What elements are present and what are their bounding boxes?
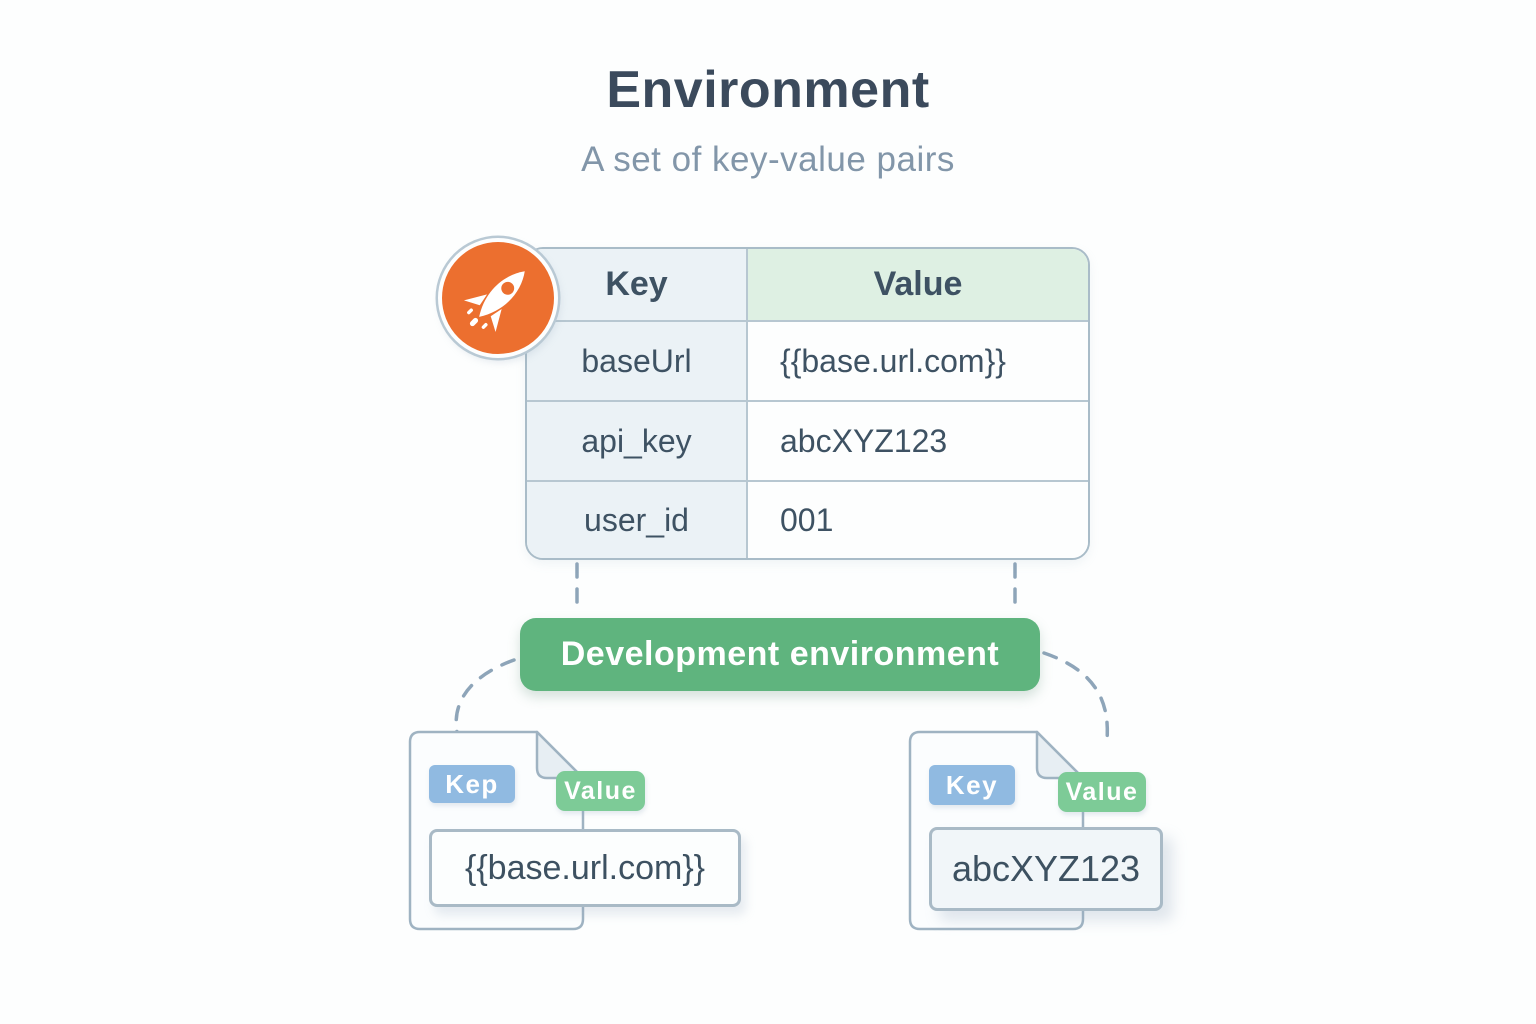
right-card-key-badge: Key <box>929 765 1015 805</box>
right-card-value-box: abcXYZ123 <box>929 827 1163 911</box>
table-row-value: abcXYZ123 <box>748 402 1088 482</box>
table-header-key: Key <box>527 249 748 322</box>
table-row-key: user_id <box>527 482 748 558</box>
folded-corner-icon <box>535 730 585 780</box>
left-card-value-badge: Value <box>556 771 645 811</box>
environment-table: Key Value baseUrl {{base.url.com}} api_k… <box>525 247 1090 560</box>
page-title: Environment <box>606 61 930 119</box>
right-card-value-badge: Value <box>1058 772 1146 812</box>
page-subtitle: A set of key-value pairs <box>581 140 955 179</box>
rocket-icon <box>438 238 558 358</box>
table-row-key: baseUrl <box>527 322 748 402</box>
development-environment-pill: Development environment <box>520 618 1040 691</box>
left-card-key-badge: Kep <box>429 765 515 803</box>
left-card-value-box: {{base.url.com}} <box>429 829 741 907</box>
table-header-value: Value <box>748 249 1088 322</box>
dashed-curve-to-left-card <box>454 658 516 734</box>
table-row-value: 001 <box>748 482 1088 558</box>
table-row-key: api_key <box>527 402 748 482</box>
dashed-curve-to-right-card <box>1042 651 1110 742</box>
table-row-value: {{base.url.com}} <box>748 322 1088 402</box>
folded-corner-icon <box>1035 730 1085 780</box>
